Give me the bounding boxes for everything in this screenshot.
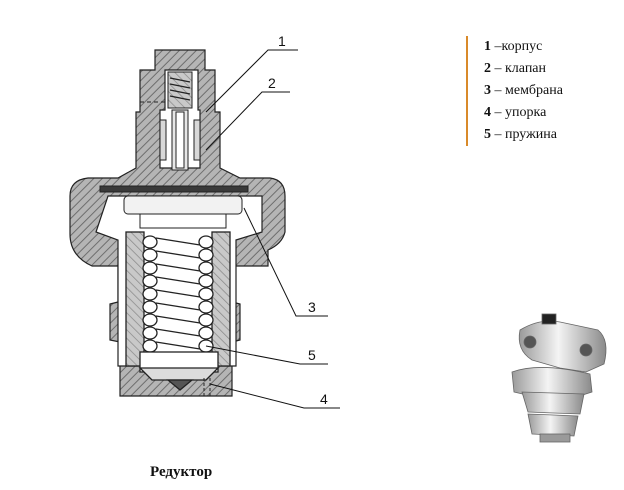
legend-num: 2 [484,61,491,76]
legend-text: пружина [505,127,557,142]
spring-wire [155,289,201,298]
spring-coil-left [142,248,158,262]
spring-coil-right [198,313,214,327]
leader-lines [205,49,340,409]
spring-wire [155,263,201,272]
legend-item-1: 1 –корпус [484,36,624,58]
spring-coil-left [142,300,158,314]
legend-sep: – [491,105,505,120]
legend-item-5: 5 – пружина [484,124,624,146]
spring-wire [155,341,201,350]
legend-text: упорка [505,105,547,120]
legend: 1 –корпус 2 – клапан 3 – мембрана 4 – уп… [466,36,624,146]
legend-num: 1 [484,39,491,54]
reducer-3d-render [511,313,607,443]
legend-sep: – [491,127,505,142]
spring-wire [155,237,201,246]
membrane [99,185,249,229]
spring-wire [155,250,201,259]
spring-wire [155,276,201,285]
legend-item-4: 4 – упорка [484,102,624,124]
spring-coil-right [198,235,214,249]
spring-coil-left [142,313,158,327]
spring-wire [155,315,201,324]
spring-coil-left [142,235,158,249]
legend-text: корпус [501,39,543,54]
support-rod [203,378,211,396]
legend-item-3: 3 – мембрана [484,80,624,102]
valve-spring [169,77,191,101]
legend-text: клапан [505,61,547,76]
legend-sep: – [491,61,505,76]
callout-4: 4 [320,391,328,407]
spring-coil-left [142,287,158,301]
callout-3: 3 [308,299,316,315]
spring-coil-right [198,261,214,275]
callout-5: 5 [308,347,316,363]
spring-coil-right [198,274,214,288]
spring-coil-right [198,326,214,340]
spring-coil-left [142,326,158,340]
spring-coil-left [142,339,158,353]
spring-coil-right [198,287,214,301]
legend-text: мембрана [505,83,563,98]
callout-2: 2 [268,75,276,91]
valve-assembly [140,71,201,171]
diagram-caption: Редуктор [150,464,213,480]
legend-sep: – [491,83,505,98]
spring-coil-left [142,274,158,288]
legend-item-2: 2 – клапан [484,58,624,80]
main-spring [125,231,231,391]
spring-wire [155,328,201,337]
legend-num: 4 [484,105,491,120]
legend-num: 5 [484,127,491,142]
callout-1: 1 [278,33,286,49]
legend-num: 3 [484,83,491,98]
spring-coil-right [198,300,214,314]
spring-coil-right [198,248,214,262]
spring-coil-left [142,261,158,275]
spring-wire [155,302,201,311]
legend-sep: – [491,39,502,54]
